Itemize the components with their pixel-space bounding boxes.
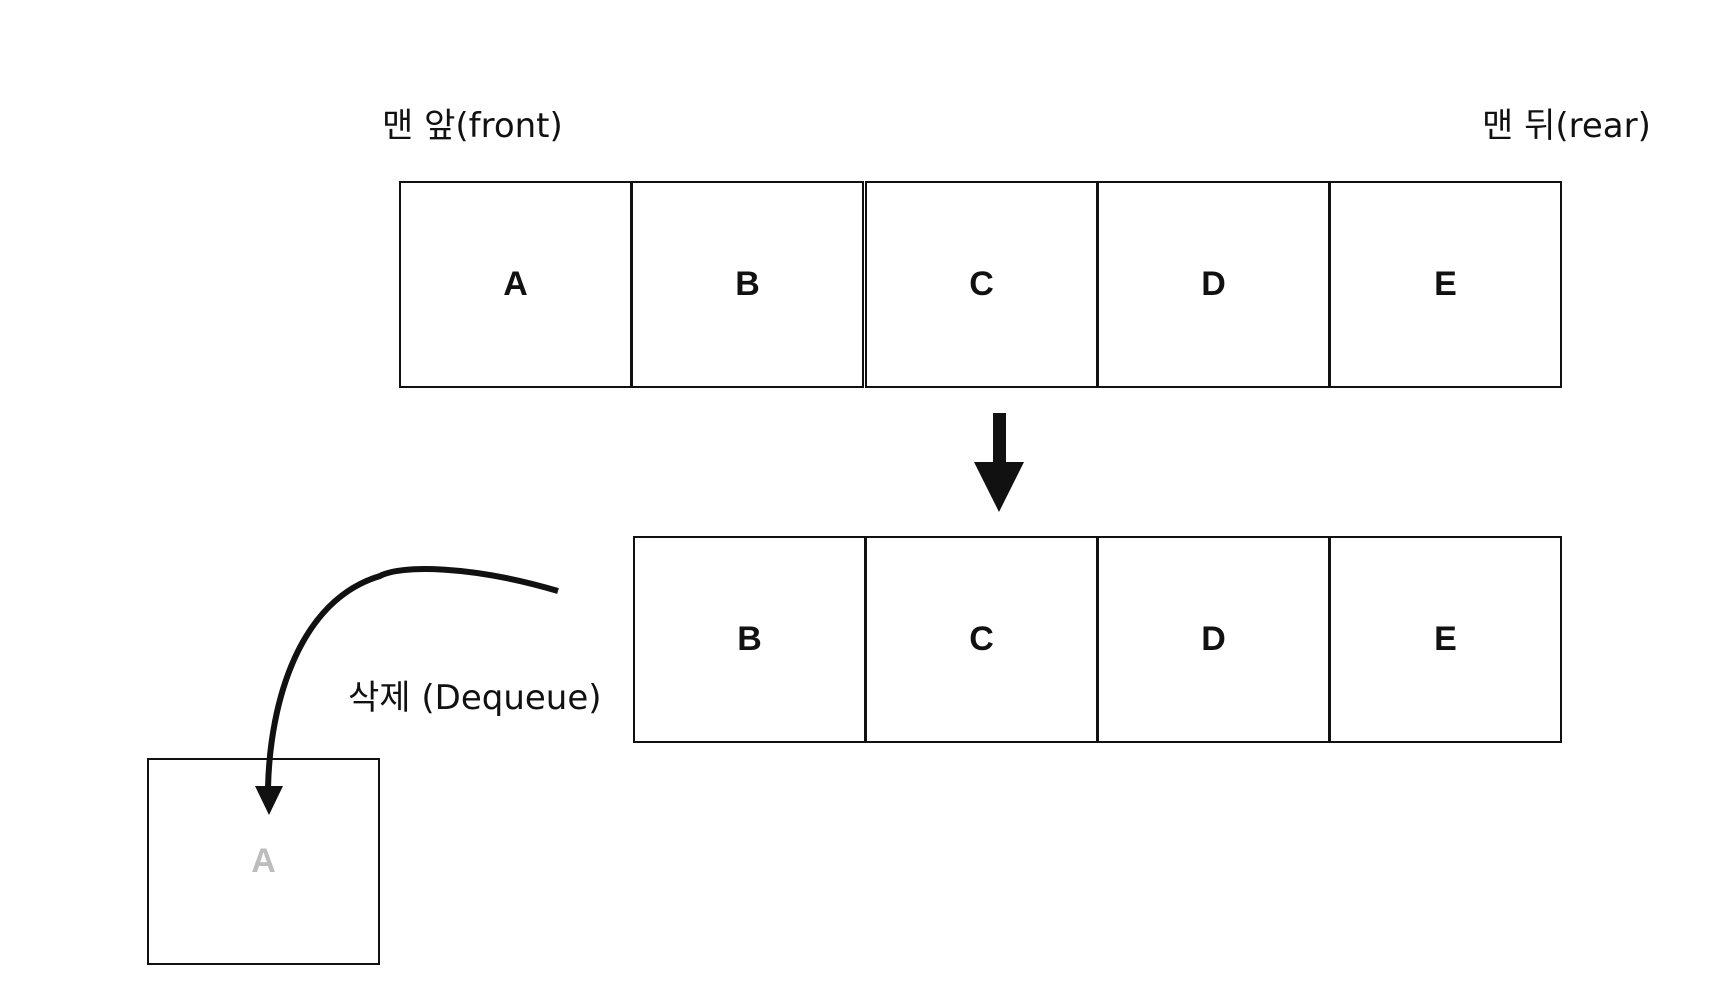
- queue-after-cell-label: E: [1434, 620, 1457, 658]
- queue-before-cell-label: B: [735, 265, 760, 303]
- queue-before-cell: E: [1329, 181, 1562, 388]
- dequeue-label: 삭제 (Dequeue): [348, 678, 602, 718]
- queue-before-cell: A: [399, 181, 632, 388]
- queue-before-cell-label: E: [1434, 265, 1457, 303]
- queue-after-cell-label: B: [737, 620, 762, 658]
- queue-before-cell: D: [1097, 181, 1330, 388]
- removed-item-label: A: [251, 842, 276, 880]
- queue-before-cell-label: A: [503, 265, 528, 303]
- queue-after-cell-label: C: [969, 620, 994, 658]
- queue-after-cell: D: [1097, 536, 1330, 743]
- removed-item-box: A: [147, 758, 380, 965]
- queue-before-cell: B: [631, 181, 864, 388]
- queue-after-cell: C: [865, 536, 1098, 743]
- rear-label: 맨 뒤(rear): [1482, 106, 1651, 146]
- queue-after-cell: E: [1329, 536, 1562, 743]
- queue-after-cell: B: [633, 536, 866, 743]
- queue-before-cell-label: D: [1201, 265, 1226, 303]
- queue-after-cell-label: D: [1201, 620, 1226, 658]
- down-arrow-icon: [974, 413, 1024, 512]
- front-label: 맨 앞(front): [382, 106, 563, 146]
- queue-before-cell: C: [865, 181, 1098, 388]
- queue-before-cell-label: C: [969, 265, 994, 303]
